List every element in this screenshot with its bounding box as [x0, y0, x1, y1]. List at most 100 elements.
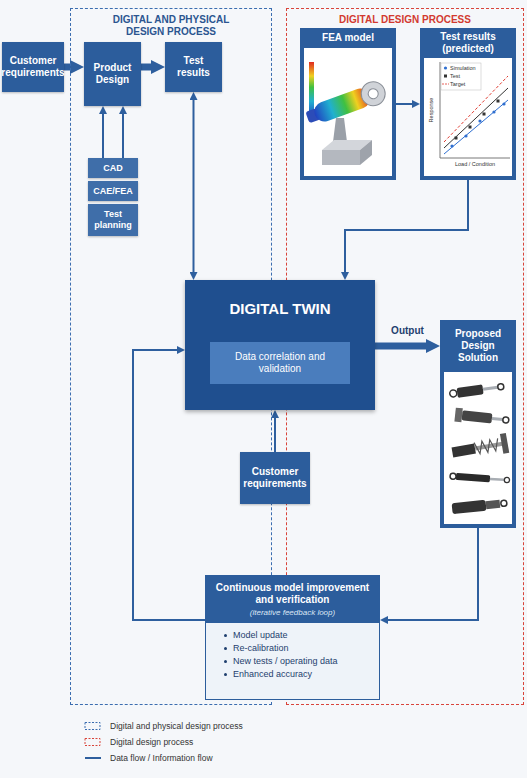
illustration-part — [490, 478, 504, 481]
legend: Digital and physical design processDigit… — [84, 718, 243, 766]
chart-label: Target — [450, 81, 465, 87]
flow-arrow — [396, 103, 412, 105]
tool-box: Test planning — [88, 204, 138, 236]
illustration-part — [358, 78, 389, 109]
box-label: Test planning — [91, 209, 135, 231]
illustration-part — [483, 113, 486, 116]
illustration-part — [486, 500, 501, 509]
bullet-text: Re-calibration — [233, 643, 289, 654]
legend-sample — [85, 723, 100, 730]
illustration-part — [500, 433, 509, 454]
legend-text: Digital design process — [110, 737, 193, 747]
region-title: DIGITAL AND PHYSICAL DESIGN PROCESS — [96, 14, 246, 38]
illustration-part — [444, 66, 447, 69]
bullet-item: Model update — [224, 630, 369, 641]
flow-arrow — [388, 528, 478, 620]
chart-illustration — [424, 58, 512, 176]
illustration-part — [478, 119, 481, 122]
illustration-part — [455, 137, 458, 140]
digital-twin-box: DIGITAL TWINData correlation and validat… — [185, 280, 375, 410]
illustration-part — [492, 110, 495, 113]
box-label: FEA model — [322, 32, 374, 44]
box-label: Test results (predicted) — [427, 31, 509, 55]
illustration-part — [450, 473, 456, 479]
illustration-part — [456, 473, 490, 482]
illustration-part — [502, 102, 505, 105]
box-label: Product Design — [87, 62, 138, 86]
chart-label: Test — [450, 73, 460, 79]
flow-arrow — [345, 180, 468, 272]
panel-header: Test results (predicted) — [424, 28, 512, 58]
box-label: Customer requirements — [243, 466, 307, 490]
illustration-part — [444, 372, 512, 524]
illustration-part — [492, 417, 503, 421]
legend-row: Digital design process — [84, 734, 243, 750]
box-label: Customer requirements — [1, 55, 64, 79]
chart-label: Response — [428, 98, 434, 123]
box-subtitle: (iterative feedback loop) — [212, 608, 373, 618]
flow-arrow — [122, 114, 124, 158]
tool-box: CAE/FEA — [88, 181, 138, 201]
flow-arrow — [274, 418, 276, 452]
illustration-part — [367, 87, 380, 100]
process-box: Test results — [165, 42, 222, 92]
illustration-part — [449, 390, 457, 398]
illustration-part — [462, 410, 493, 423]
legend-sample — [85, 757, 101, 759]
illustration-part — [442, 84, 449, 85]
illustration-part — [474, 438, 500, 454]
box-label: CAE/FEA — [93, 186, 133, 197]
shock-absorber-illustration — [444, 372, 512, 524]
bullet-text: New tests / operating data — [233, 656, 338, 667]
box-title: Continuous model improvement and verific… — [212, 582, 373, 606]
illustration-part — [450, 473, 510, 484]
illustration-part — [464, 134, 467, 137]
panel-header: Proposed Design Solution — [444, 320, 512, 372]
chart-box: Test results (predicted) — [420, 28, 516, 180]
illustration-part — [451, 433, 510, 462]
bullet-item: Re-calibration — [224, 643, 369, 654]
legend-row: Digital and physical design process — [84, 718, 243, 734]
illustration-part — [452, 444, 476, 458]
illustration-part — [497, 100, 500, 103]
illustration-part — [504, 477, 510, 483]
process-box: Data correlation and validation — [210, 342, 350, 384]
illustration-part — [501, 500, 508, 507]
process-box: Product Design — [84, 42, 141, 106]
illustration-part — [452, 497, 508, 514]
legend-text: Data flow / Information flow — [110, 753, 213, 763]
illustration-part — [450, 144, 453, 147]
process-box: Customer requirements — [2, 42, 64, 92]
flow-arrow — [141, 64, 151, 71]
illustration-part — [303, 78, 388, 129]
feedback-box: Continuous model improvement and verific… — [205, 575, 380, 700]
legend-row: Data flow / Information flow — [84, 750, 243, 766]
illustration-part — [503, 417, 510, 424]
feedback-header: Continuous model improvement and verific… — [206, 576, 379, 623]
flow-arrow — [102, 114, 104, 158]
process-box: Customer requirements — [240, 452, 310, 504]
model-box: FEA model — [300, 28, 396, 180]
bullet-dot — [224, 634, 227, 637]
bullet-item: New tests / operating data — [224, 656, 369, 667]
solution-box: Proposed Design Solution — [440, 320, 516, 528]
illustration-part — [483, 386, 498, 391]
legend-swatch — [84, 737, 102, 747]
illustration-part — [444, 100, 508, 154]
chart-label: Simulation — [450, 65, 476, 71]
box-label: CAD — [103, 163, 123, 174]
illustration-part — [454, 408, 509, 428]
bullet-dot — [224, 673, 227, 676]
illustration-part — [452, 500, 487, 514]
bullet-text: Model update — [233, 630, 288, 641]
bullet-item: Enhanced accuracy — [224, 669, 369, 680]
flow-arrow — [193, 100, 195, 272]
box-label: Data correlation and validation — [213, 351, 347, 375]
illustration-part — [304, 48, 392, 176]
illustration-part — [322, 150, 360, 165]
bullet-dot — [224, 647, 227, 650]
illustration-part — [360, 140, 372, 165]
box-label: Test results — [168, 55, 219, 79]
bullet-text: Enhanced accuracy — [233, 669, 312, 680]
illustration-part — [444, 75, 447, 78]
